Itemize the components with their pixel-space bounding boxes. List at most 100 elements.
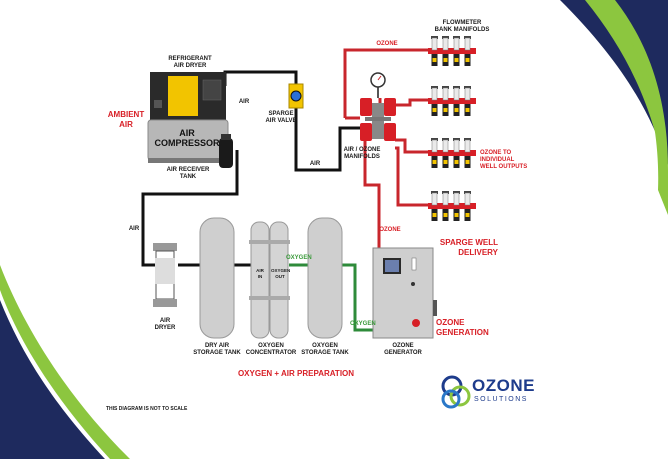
air-receiver-tank-top [221,134,231,140]
flowmeter-tube [431,87,438,101]
flowmeter-valve [432,58,437,62]
label-ozone-generator: OZONE GENERATOR [384,343,422,356]
flowmeter-tube [464,192,471,206]
ozone-pipe-row3 [395,138,428,154]
flowmeter-tube [464,139,471,153]
manifold-bar [428,150,476,156]
flowmeter-cap [431,36,438,39]
flowmeter-tube [453,192,460,206]
ozone-pipe-generator-up [363,135,381,248]
manifold-bar [428,48,476,54]
flowmeter-valve [443,58,448,62]
air-pipe-compressor-to-valve [223,70,298,86]
air-ozone-manifolds [360,72,396,141]
label-sparge-air-valve: SPARGE AIR VALVE [265,111,297,124]
dry-air-storage-tank [199,217,235,339]
oxygen-pipes [289,263,375,332]
flowmeter-tube [442,37,449,51]
label-refrigerant-air-dryer: REFRIGERANT AIR DRYER [168,56,212,69]
label-ozone-lower: OZONE [379,227,401,233]
flowmeter-tube [453,87,460,101]
ozone-pipe-top-loop [343,48,428,118]
label-ozone-to-well-outputs: OZONE TO INDIVIDUAL WELL OUTPUTS [480,150,528,170]
manifold-bar [428,98,476,104]
logo-sub: SOLUTIONS [474,396,528,403]
label-air-in: AIR IN [256,268,264,279]
air-pipe-valve-to-manifold [294,108,360,172]
logo-name: OZONE [472,376,535,395]
label-ozone-top: OZONE [376,41,398,47]
flowmeter-tube [431,192,438,206]
label-air-left: AIR [128,226,140,232]
oxygen-pipe-storage-to-generator [342,263,375,332]
flowmeter-valve [432,108,437,112]
label-oxygen-out: OXYGEN OUT [271,268,291,279]
oxygen-storage-tank [307,217,343,339]
label-air-dryer: AIR DRYER [154,318,176,331]
flowmeter-valve [454,108,459,112]
flowmeter-cap [431,191,438,194]
dryer-knob [154,100,162,108]
label-ambient-air: AMBIENT AIR [107,110,145,129]
flowmeter-bank-row [428,191,476,221]
corner-swoosh-bottom-left-navy [0,300,105,459]
flowmeter-valve [432,160,437,164]
flowmeter-tube [431,37,438,51]
ozone-pipes [343,48,428,248]
manifold-bar [428,203,476,209]
flowmeter-cap [453,36,460,39]
flowmeter-cap [442,86,449,89]
label-oxygen-air-preparation: OXYGEN + AIR PREPARATION [237,369,355,378]
air-compressor-unit [147,72,233,168]
flowmeter-cap [464,86,471,89]
flowmeter-tube [453,37,460,51]
flowmeter-tube [442,192,449,206]
label-air-ozone-manifolds: AIR / OZONE MANIFOLDS [343,147,381,160]
flowmeter-bank-row [428,138,476,168]
label-air-receiver-tank: AIR RECEIVER TANK [166,167,210,180]
dryer-vent [202,79,222,101]
flowmeter-valve [465,160,470,164]
air-pipe-tank-to-dryer [141,150,239,267]
label-oxygen-pipe-top: OXYGEN [286,255,312,261]
flowmeter-valve [454,160,459,164]
air-pipes [141,70,360,267]
label-air-top: AIR [238,99,250,105]
flowmeter-cap [464,138,471,141]
flowmeter-cap [442,36,449,39]
flowmeter-cap [442,138,449,141]
label-dry-air-storage-tank: DRY AIR STORAGE TANK [193,343,241,356]
flowmeter-valve [465,108,470,112]
flowmeter-valve [443,108,448,112]
flowmeter-valve [465,58,470,62]
flowmeter-tube [453,139,460,153]
label-oxygen-pipe-bottom: OXYGEN [350,321,376,327]
label-oxygen-concentrator: OXYGEN CONCENTRATOR [245,343,297,356]
flowmeter-valve [443,213,448,217]
label-sparge-well-delivery: SPARGE WELL DELIVERY [439,238,498,257]
flowmeter-valve [465,213,470,217]
flowmeter-valve [454,58,459,62]
air-receiver-tank [219,138,233,168]
flowmeter-cap [453,138,460,141]
label-flowmeter-bank-manifolds: FLOWMETER BANK MANIFOLDS [434,20,490,33]
flowmeter-cap [453,191,460,194]
corner-swoosh-top-right-navy [560,0,668,165]
flowmeter-cap [464,191,471,194]
refrigerant-dryer-panel [168,76,198,116]
oxygen-concentrator [249,221,290,339]
flowmeter-valve [432,213,437,217]
flowmeter-bank-row [428,36,476,66]
ozone-pipe-row2 [395,98,428,107]
logo-rings-icon [441,375,471,409]
ozone-pipe-row4 [395,146,428,207]
flowmeter-banks [428,36,476,221]
ozone-solutions-logo: OZONE SOLUTIONS [440,372,560,412]
compressor-base [148,158,228,163]
air-dryer [153,243,177,307]
label-air-compressor: AIR COMPRESSOR [154,128,220,148]
flowmeter-cap [453,86,460,89]
flowmeter-tube [442,87,449,101]
